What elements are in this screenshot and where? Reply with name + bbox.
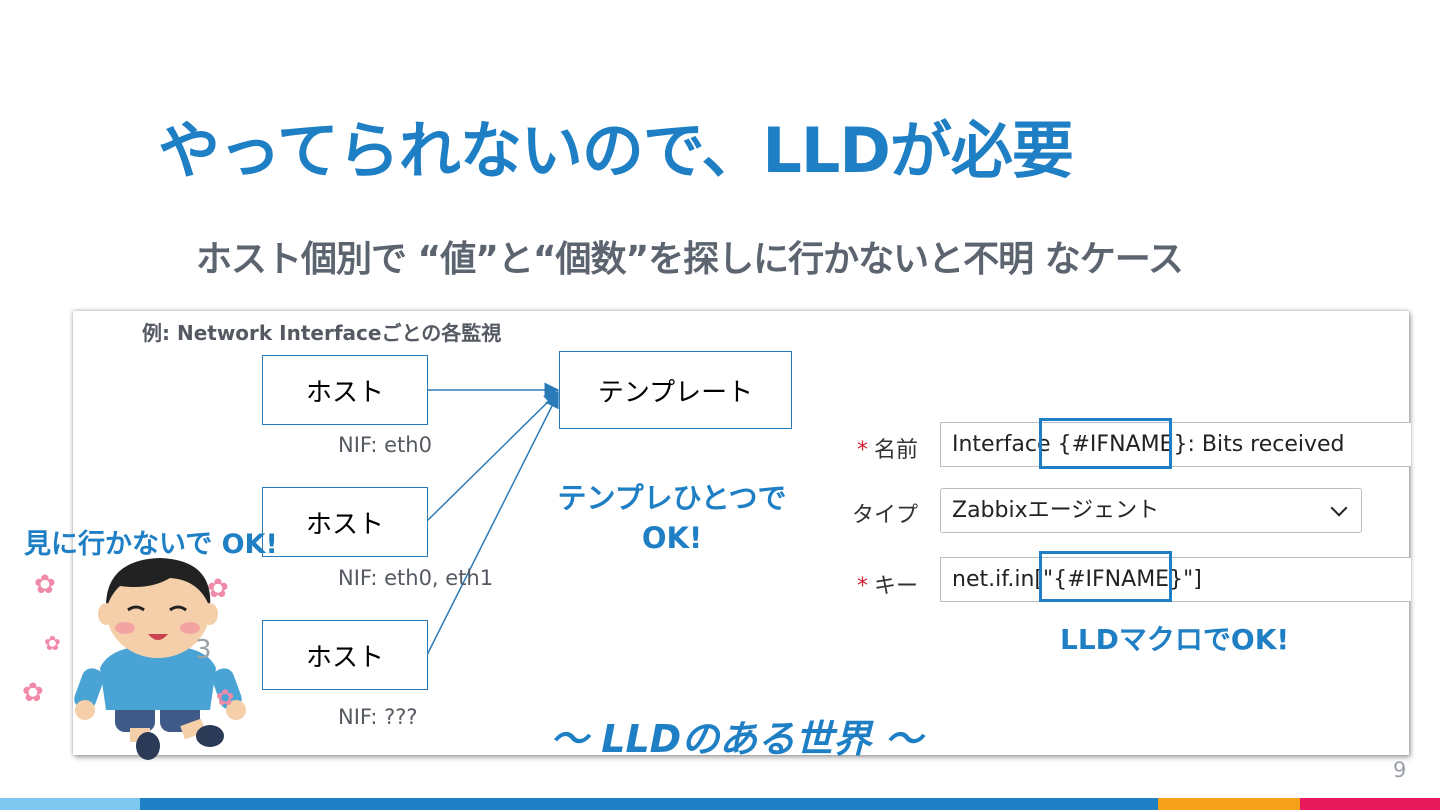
host-nif-2: NIF: eth0, eth1 xyxy=(338,566,494,590)
host-label: ホスト xyxy=(305,642,384,673)
key-value-suffix: "] xyxy=(1183,567,1202,592)
name-label: *名前 xyxy=(828,432,918,464)
key-value-macro: {#IFNAME} xyxy=(1053,567,1184,592)
arrow-host3 xyxy=(426,392,559,656)
arrow-host2 xyxy=(426,390,560,522)
host-nif-1: NIF: eth0 xyxy=(338,433,432,457)
type-value: Zabbixエージェント xyxy=(952,498,1160,523)
key-field[interactable]: net.if.in["{#IFNAME}"] xyxy=(940,557,1411,602)
name-value-suffix: : Bits received xyxy=(1187,432,1345,457)
key-label-text: キー xyxy=(873,574,918,599)
host-box-1: ホスト xyxy=(262,355,428,425)
name-value-prefix: Interface xyxy=(952,432,1058,457)
type-label: タイプ xyxy=(851,503,918,528)
footer-bar-orange xyxy=(1158,798,1300,810)
example-label: 例: Network Interfaceごとの各監視 xyxy=(142,321,502,345)
key-label: *キー xyxy=(828,568,918,600)
boy-sitting-illustration xyxy=(74,558,246,760)
host-nif-3: NIF: ??? xyxy=(338,705,418,729)
host-box-2: ホスト xyxy=(262,487,428,557)
flower-icon: ✿ xyxy=(44,631,61,655)
footer-bar-blue xyxy=(140,798,1158,810)
macro-highlight-name xyxy=(1039,418,1172,469)
flower-icon: ✿ xyxy=(207,574,229,604)
name-value-macro: {#IFNAME} xyxy=(1057,432,1188,457)
footer-bar-light-blue xyxy=(0,798,140,810)
template-label: テンプレート xyxy=(597,377,754,408)
macro-highlight-key xyxy=(1039,551,1172,602)
template-note-line2: OK! xyxy=(641,521,703,555)
template-box: テンプレート xyxy=(559,351,792,429)
chevron-down-icon xyxy=(1330,499,1348,517)
side-note: 見に行かないで OK! xyxy=(24,529,278,560)
world-caption: ～ LLDのある世界 ～ xyxy=(550,717,923,761)
key-value-prefix: net.if.in[" xyxy=(952,567,1054,592)
host-box-3: ホスト xyxy=(262,620,428,690)
flower-icon: ✿ xyxy=(34,570,56,600)
template-note-line1: テンプレひとつで xyxy=(557,481,787,515)
flower-icon: ✿ xyxy=(216,686,235,711)
slide-subtitle: ホスト個別で “値”と“個数”を探しに行かないと不明 なケース xyxy=(196,239,1184,280)
footer-bar-pink xyxy=(1300,798,1440,810)
required-marker: * xyxy=(856,574,868,599)
name-field[interactable]: Interface {#IFNAME}: Bits received xyxy=(940,422,1411,467)
slide-title: やってられないので、LLDが必要 xyxy=(158,114,1074,187)
sigh-mark: 3 xyxy=(195,635,212,665)
type-select[interactable]: Zabbixエージェント xyxy=(940,488,1362,533)
page-number: 9 xyxy=(1393,758,1407,782)
flower-icon: ✿ xyxy=(22,678,44,708)
host-label: ホスト xyxy=(305,377,384,408)
host-label: ホスト xyxy=(305,509,384,540)
template-note: テンプレひとつで OK! xyxy=(556,478,788,558)
required-marker: * xyxy=(856,438,868,463)
name-label-text: 名前 xyxy=(873,438,918,463)
macro-note: LLDマクロでOK! xyxy=(1060,623,1290,656)
